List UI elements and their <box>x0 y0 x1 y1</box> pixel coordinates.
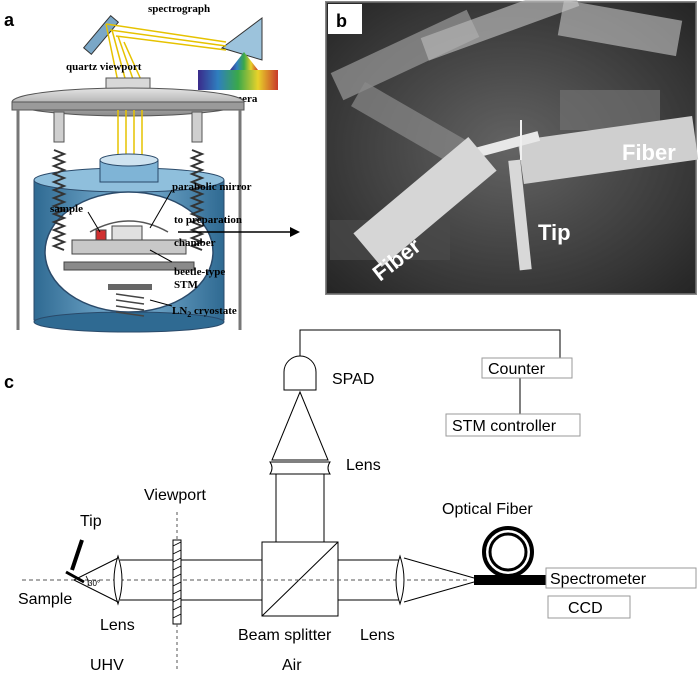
panel-b-letter-box <box>328 4 362 34</box>
label-sample-a: sample <box>50 203 83 215</box>
label-beetle-type: beetle-type <box>174 266 225 278</box>
beam-lines-vertical <box>117 110 143 160</box>
spad-detector <box>283 355 317 391</box>
panel-b-letter: b <box>336 11 347 31</box>
label-air: Air <box>282 657 302 674</box>
panel-a: a spectrograph CCD camera quartz viewpor… <box>4 3 300 333</box>
beam-lines-top <box>105 23 227 83</box>
label-spectrograph: spectrograph <box>148 3 210 15</box>
label-angle: 30° <box>88 579 100 588</box>
label-quartz-viewport: quartz viewport <box>66 61 142 73</box>
stm-base <box>63 261 195 271</box>
label-optical-fiber: Optical Fiber <box>442 501 533 518</box>
ccd-camera-body <box>198 70 278 90</box>
sample-surface <box>65 570 85 584</box>
label-counter: Counter <box>488 361 546 378</box>
label-uhv: UHV <box>90 657 124 674</box>
label-tip-b: Tip <box>538 220 571 245</box>
spad-counter-wire <box>299 329 561 358</box>
angle-arc <box>85 575 89 587</box>
cone-left-top <box>73 557 119 581</box>
ccd-spectrum <box>230 52 258 70</box>
label-stm-controller: STM controller <box>452 418 557 435</box>
label-stm-a: STM <box>174 279 198 291</box>
panel-b: b Fiber Fiber Tip <box>325 0 699 295</box>
label-fiber-right: Fiber <box>622 140 676 165</box>
panel-a-leaders <box>87 189 173 307</box>
post-right <box>191 111 203 143</box>
panel-a-letter: a <box>4 10 15 30</box>
label-lens-left: Lens <box>100 617 135 634</box>
spectrometer-box <box>545 567 697 589</box>
stm-controller-box <box>445 413 581 437</box>
label-lens-top: Lens <box>346 457 381 474</box>
spectrograph-prism <box>220 17 263 61</box>
label-spectrometer: Spectrometer <box>550 571 647 588</box>
beetle-stm-head <box>111 225 143 241</box>
label-parabolic-mirror: parabolic mirror <box>172 181 252 193</box>
fiber-right-holder <box>517 115 699 185</box>
panel-c: c Counter STM controller SPAD Lens Beam … <box>4 329 697 674</box>
fiber-loop-outer <box>482 526 534 578</box>
cone-right-bottom <box>403 581 475 603</box>
lens-top <box>269 461 331 475</box>
label-ccd: CCD <box>568 600 603 617</box>
fiber-left-holder <box>353 136 497 268</box>
label-tip-c: Tip <box>80 513 102 530</box>
arrow-preparation-head <box>290 227 300 237</box>
label-beam-splitter: Beam splitter <box>238 627 332 644</box>
spring-left <box>51 149 67 251</box>
stm-stage <box>71 239 187 255</box>
label-to-preparation: to preparation <box>174 214 242 226</box>
lens-right <box>395 554 405 606</box>
sample-block <box>95 229 107 241</box>
cold-finger-top <box>108 284 152 290</box>
tip-holder <box>508 159 532 271</box>
label-lens-right: Lens <box>360 627 395 644</box>
tip-wire <box>520 120 522 160</box>
spectrograph-mirror <box>82 14 120 56</box>
fiber-loop-inner <box>488 532 528 572</box>
beam-to-spad <box>271 390 329 461</box>
cone-right-top <box>403 557 475 579</box>
cold-finger-coil <box>115 293 145 317</box>
label-viewport: Viewport <box>144 487 207 504</box>
stm-tip <box>70 539 84 571</box>
panel-c-letter: c <box>4 372 14 392</box>
lens-left <box>113 554 123 606</box>
counter-box <box>481 357 573 379</box>
cone-left-bottom <box>73 579 119 603</box>
inner-viewport-top <box>99 153 159 167</box>
fiber-bar <box>474 575 546 585</box>
beam-splitter-cube <box>261 541 339 617</box>
post-left <box>53 111 65 143</box>
fiber-right-strand <box>469 131 541 159</box>
beam-splitter-diagonal <box>261 541 339 617</box>
viewport-hatching <box>172 541 182 619</box>
label-chamber: chamber <box>174 237 216 249</box>
viewport-plate <box>172 539 182 625</box>
spring-right <box>189 149 205 251</box>
label-ln2-cryostate: LN2 cryostate <box>172 305 237 319</box>
label-spad: SPAD <box>332 371 374 388</box>
top-flange-edge <box>11 101 245 111</box>
label-sample-c: Sample <box>18 591 72 608</box>
ccd-box <box>547 595 631 619</box>
